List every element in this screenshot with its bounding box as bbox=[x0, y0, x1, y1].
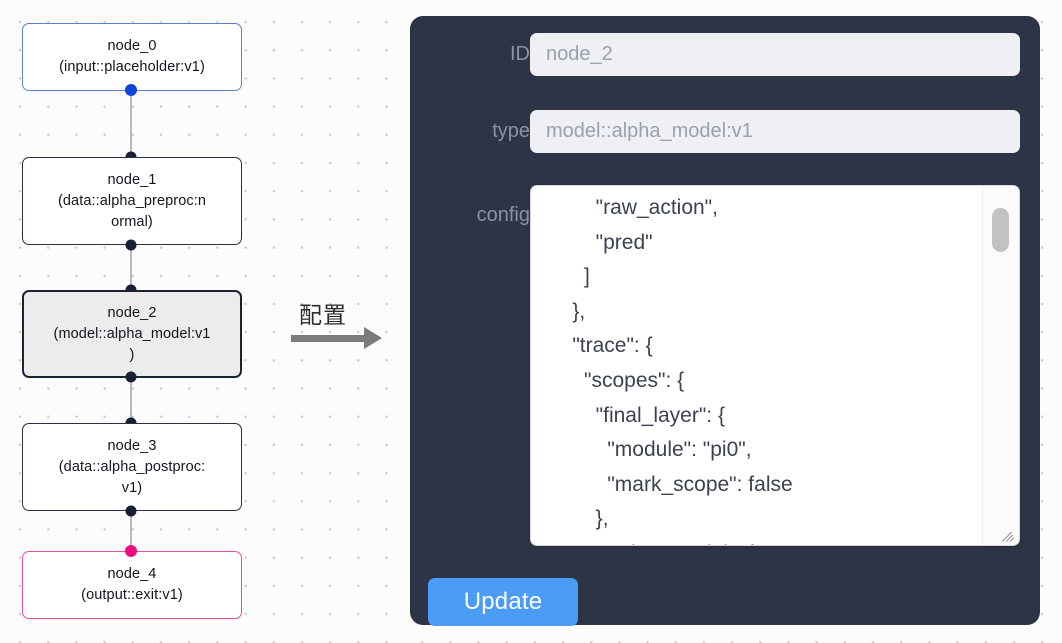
graph-node-title: node_0 bbox=[107, 38, 157, 54]
graph-node-label: node_1 (data::alpha_preproc:n ormal) bbox=[52, 170, 212, 233]
edge-node3-node4 bbox=[130, 511, 132, 551]
graph-node-title: node_4 bbox=[107, 566, 157, 582]
graph-node-label: node_4 (output::exit:v1) bbox=[75, 564, 189, 606]
config-field-label: config bbox=[476, 204, 530, 226]
config-scrollbar-thumb[interactable] bbox=[992, 208, 1009, 252]
port-node_4-in[interactable] bbox=[125, 545, 137, 557]
graph-node-node_2[interactable]: node_2 (model::alpha_model:v1 ) bbox=[22, 290, 242, 378]
node-config-panel: ID type config "raw_action", "pred" ] },… bbox=[410, 16, 1040, 626]
flow-annotation: 配置 bbox=[290, 296, 398, 366]
field-row-config: config "raw_action", "pred" ] }, "trace"… bbox=[430, 185, 1020, 546]
graph-node-label: node_3 (data::alpha_postproc: v1) bbox=[53, 436, 212, 499]
graph-node-node_4[interactable]: node_4 (output::exit:v1) bbox=[22, 551, 242, 619]
config-code: "raw_action", "pred" ] }, "trace": { "sc… bbox=[572, 196, 793, 545]
config-scrollbar-track[interactable] bbox=[982, 186, 1019, 545]
graph-node-title: node_2 bbox=[107, 304, 157, 321]
graph-node-subtitle: (data::alpha_preproc:n bbox=[57, 192, 207, 209]
field-row-id: ID bbox=[430, 33, 1020, 76]
flow-annotation-label: 配置 bbox=[299, 302, 347, 328]
graph-node-node_0[interactable]: node_0 (input::placeholder:v1) bbox=[22, 23, 242, 91]
type-field-label: type bbox=[492, 120, 530, 142]
resize-grip-icon[interactable] bbox=[999, 526, 1017, 544]
graph-node-subtitle-cont: v1) bbox=[121, 479, 143, 496]
edge-node0-node1 bbox=[130, 90, 132, 160]
update-button[interactable]: Update bbox=[428, 578, 578, 626]
config-panel-canvas: ID type config "raw_action", "pred" ] },… bbox=[400, 0, 1062, 643]
graph-node-node_3[interactable]: node_3 (data::alpha_postproc: v1) bbox=[22, 423, 242, 511]
graph-node-title: node_3 bbox=[107, 437, 157, 454]
node-graph-canvas[interactable]: node_0 (input::placeholder:v1) node_1 (d… bbox=[0, 0, 400, 643]
port-node_0-out[interactable] bbox=[125, 84, 137, 96]
graph-node-label: node_0 (input::placeholder:v1) bbox=[53, 36, 211, 78]
arrow-right-head-icon bbox=[364, 327, 382, 349]
config-textarea[interactable]: "raw_action", "pred" ] }, "trace": { "sc… bbox=[530, 185, 1020, 546]
edge-node2-node3 bbox=[130, 377, 132, 418]
field-row-type: type bbox=[430, 110, 1020, 153]
port-node_2-out[interactable] bbox=[125, 371, 137, 383]
graph-node-subtitle: (data::alpha_postproc: bbox=[58, 458, 206, 475]
graph-node-title: node_1 bbox=[107, 171, 157, 188]
arrow-right-icon bbox=[291, 335, 367, 342]
graph-node-subtitle-cont: ) bbox=[129, 346, 135, 363]
port-node_3-out[interactable] bbox=[125, 505, 137, 517]
config-code-viewport: "raw_action", "pred" ] }, "trace": { "sc… bbox=[531, 186, 983, 545]
graph-node-subtitle: (input::placeholder:v1) bbox=[59, 59, 205, 75]
id-input[interactable] bbox=[530, 33, 1020, 76]
port-node_1-out[interactable] bbox=[125, 239, 137, 251]
type-input[interactable] bbox=[530, 110, 1020, 153]
edge-node1-node2 bbox=[130, 245, 132, 290]
graph-node-subtitle: (model::alpha_model:v1 bbox=[53, 325, 211, 342]
graph-node-subtitle-cont: ormal) bbox=[111, 213, 153, 230]
graph-node-node_1[interactable]: node_1 (data::alpha_preproc:n ormal) bbox=[22, 157, 242, 245]
graph-node-label: node_2 (model::alpha_model:v1 ) bbox=[48, 303, 217, 366]
id-field-label: ID bbox=[510, 43, 530, 65]
graph-node-subtitle: (output::exit:v1) bbox=[81, 587, 183, 603]
